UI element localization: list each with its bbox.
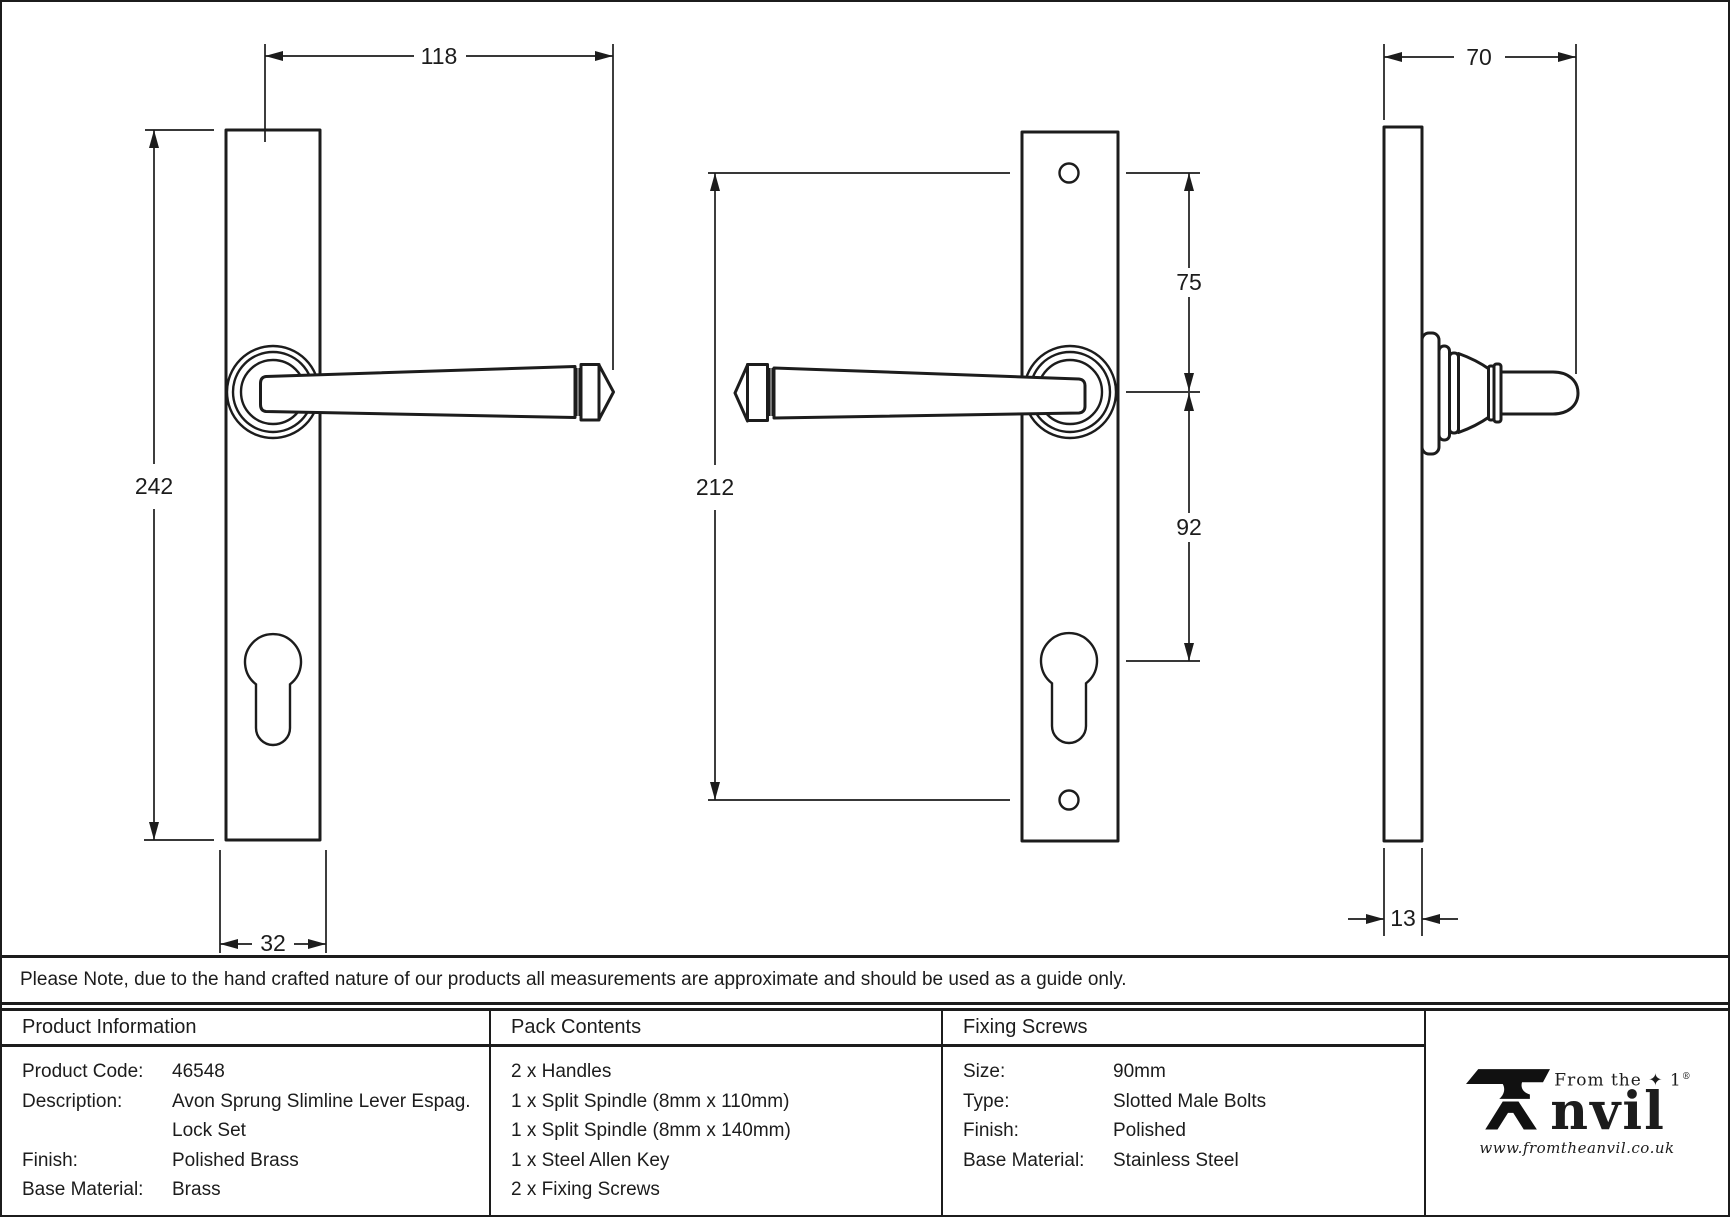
euro-cylinder-cutout bbox=[243, 632, 303, 747]
front-view bbox=[224, 128, 615, 842]
table-row: Type: Slotted Male Bolts bbox=[963, 1090, 1267, 1112]
dim-label: 118 bbox=[421, 43, 458, 69]
table-row: Finish: Polished bbox=[963, 1120, 1186, 1141]
backplate-profile bbox=[1382, 125, 1424, 843]
fixing-screws-body: Size: 90mm Type: Slotted Male Bolts Fini… bbox=[943, 1047, 1424, 1175]
column-header: Pack Contents bbox=[491, 1011, 941, 1047]
grip-profile bbox=[1499, 370, 1580, 416]
lever-end-cap bbox=[746, 363, 769, 422]
column-header: Product Information bbox=[2, 1011, 489, 1047]
lever-collar bbox=[575, 368, 581, 416]
list-item: 1 x Steel Allen Key bbox=[511, 1149, 670, 1171]
dim-fixing-centres: 212 bbox=[696, 172, 1010, 801]
side-view bbox=[1382, 125, 1580, 843]
measurement-note: Please Note, due to the hand crafted nat… bbox=[2, 955, 1728, 1005]
euro-cylinder-cutout bbox=[1039, 631, 1099, 745]
dim-label: 92 bbox=[1176, 514, 1202, 540]
registered-mark: ® bbox=[1681, 1072, 1692, 1083]
dim-top-fixing-to-handle: 75 bbox=[1126, 172, 1202, 393]
table-row: Finish: Polished Brass bbox=[22, 1149, 299, 1171]
dim-label: 75 bbox=[1176, 269, 1202, 295]
technical-drawing: 118 242 32 bbox=[135, 43, 1580, 954]
handle-neck-profile bbox=[1457, 352, 1491, 434]
list-item: 1 x Split Spindle (8mm x 140mm) bbox=[511, 1120, 791, 1141]
dim-label: 13 bbox=[1390, 905, 1416, 931]
table-row: Base Material: Stainless Steel bbox=[963, 1149, 1239, 1171]
dim-label: 32 bbox=[260, 930, 286, 954]
from-the-anvil-logo: From the ✦ 1® nvil www.fromtheanvil.co.u… bbox=[1462, 1063, 1691, 1157]
dim-projection: 70 bbox=[1383, 44, 1577, 374]
backplate bbox=[1020, 130, 1120, 843]
column-header: Fixing Screws bbox=[943, 1011, 1424, 1047]
lever-handle bbox=[772, 366, 1087, 420]
top-fixing-hole bbox=[1058, 162, 1080, 184]
brand-column: From the ✦ 1® nvil www.fromtheanvil.co.u… bbox=[1426, 1011, 1728, 1215]
note-text: Please Note, due to the hand crafted nat… bbox=[20, 969, 1127, 990]
dim-plate-height: 242 bbox=[135, 129, 214, 841]
lever-finial-tip bbox=[597, 363, 615, 421]
lever-end-cap bbox=[579, 363, 601, 422]
fixing-screws-column: Fixing Screws Size: 90mm Type: Slotted M… bbox=[943, 1011, 1426, 1215]
anvil-icon bbox=[1466, 1069, 1551, 1130]
list-item: 1 x Split Spindle (8mm x 110mm) bbox=[511, 1090, 790, 1112]
logo-website: www.fromtheanvil.co.uk bbox=[1479, 1139, 1675, 1157]
rose-disc-outer bbox=[1420, 331, 1441, 456]
dim-plate-width: 32 bbox=[219, 850, 327, 954]
lever-handle bbox=[259, 365, 577, 419]
dim-label: 212 bbox=[696, 474, 734, 500]
dim-label: 70 bbox=[1466, 44, 1492, 70]
rose-disc-mid bbox=[1437, 344, 1451, 442]
list-item: 2 x Fixing Screws bbox=[511, 1179, 660, 1200]
lever-finial-tip bbox=[733, 363, 749, 423]
dim-lever-length: 118 bbox=[264, 43, 614, 370]
bottom-fixing-hole bbox=[1058, 789, 1080, 811]
table-row: Product Code: 46548 bbox=[22, 1061, 225, 1082]
product-information-column: Product Information Product Code: 46548 … bbox=[2, 1011, 491, 1215]
lever-collar bbox=[768, 368, 774, 416]
logo-brand: nvil bbox=[1550, 1081, 1666, 1142]
info-table: Product Information Product Code: 46548 … bbox=[2, 1008, 1728, 1215]
list-item: 2 x Handles bbox=[511, 1061, 612, 1082]
dim-handle-to-cylinder: 92 bbox=[1126, 393, 1202, 662]
table-row: Lock Set bbox=[172, 1120, 246, 1141]
logo-tagline: From the ✦ 1® bbox=[1554, 1071, 1692, 1091]
table-row: Size: 90mm bbox=[963, 1061, 1166, 1082]
logo-mark: ✦ 1 bbox=[1648, 1071, 1682, 1091]
dim-plate-thickness: 13 bbox=[1348, 848, 1458, 936]
back-view bbox=[733, 130, 1120, 843]
pack-contents-body: 2 x Handles 1 x Split Spindle (8mm x 110… bbox=[491, 1047, 941, 1205]
product-information-body: Product Code: 46548 Description: Avon Sp… bbox=[2, 1047, 489, 1205]
table-row: Description: Avon Sprung Slimline Lever … bbox=[22, 1090, 471, 1112]
table-row: Base Material: Brass bbox=[22, 1179, 221, 1200]
pack-contents-column: Pack Contents 2 x Handles 1 x Split Spin… bbox=[491, 1011, 943, 1215]
backplate bbox=[224, 128, 322, 842]
dim-label: 242 bbox=[135, 473, 173, 499]
